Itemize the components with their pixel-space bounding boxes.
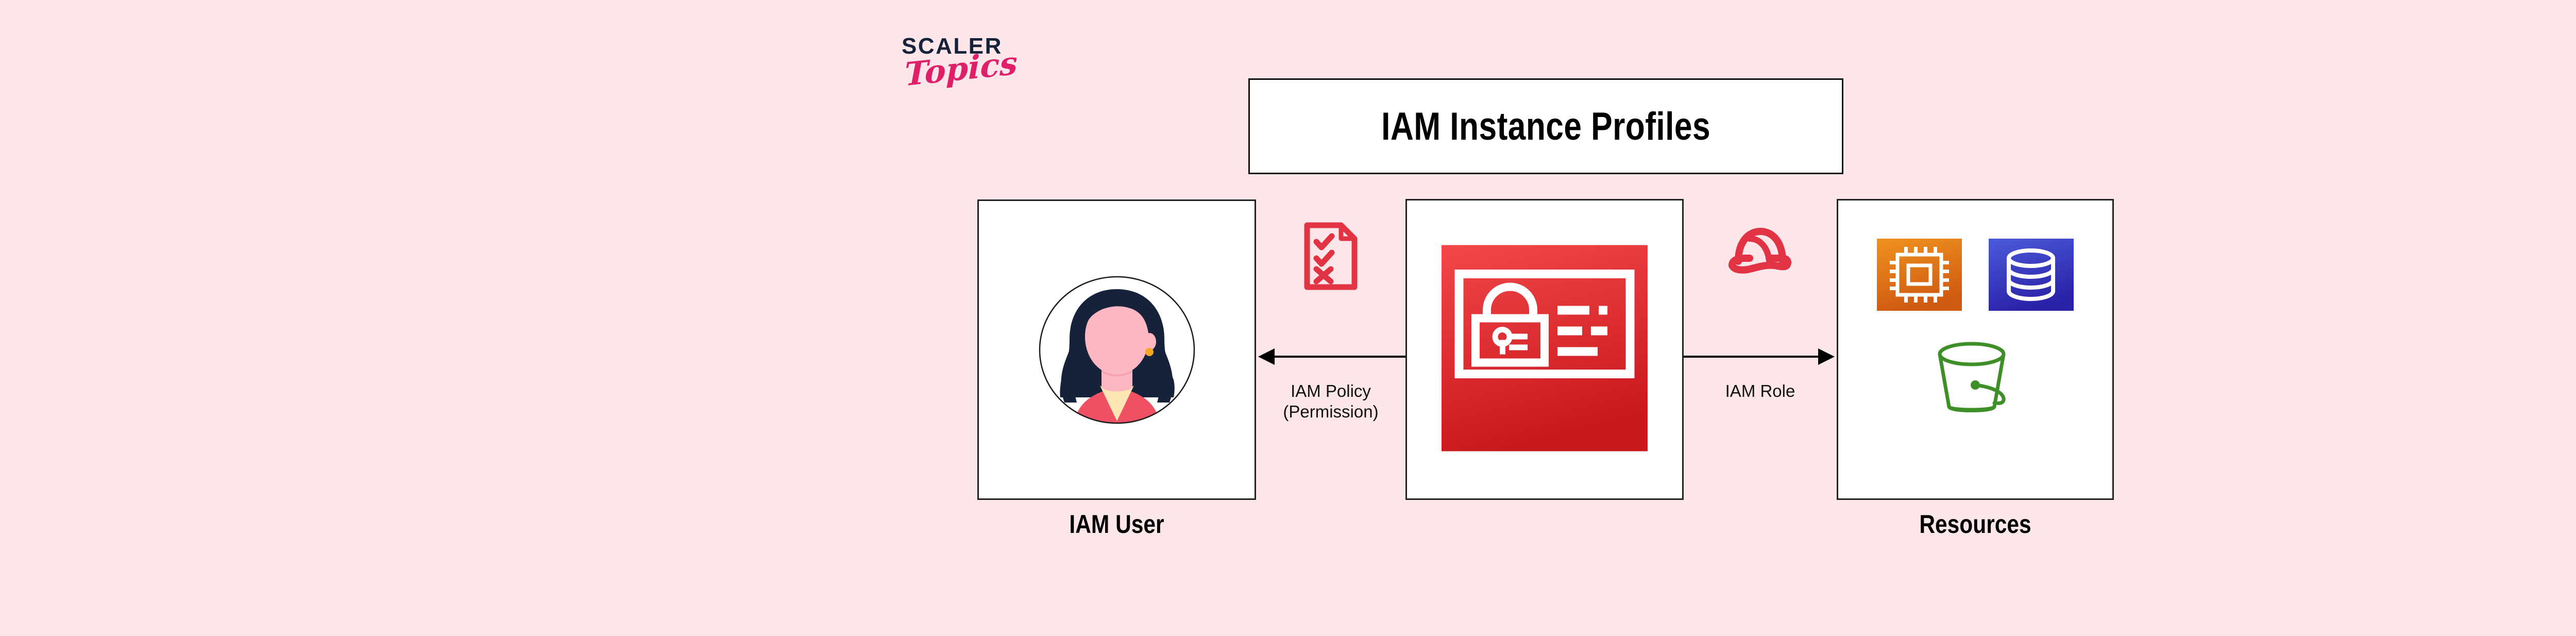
resource-icon-row-top (1838, 239, 2112, 311)
page-title: IAM Instance Profiles (1381, 104, 1710, 148)
avatar (1024, 273, 1210, 427)
logo-script: Topics (905, 43, 1018, 94)
policy-document-checklist-icon (1302, 221, 1360, 294)
panel-resources (1837, 199, 2114, 500)
connector-iam-policy: IAM Policy (Permission) (1256, 199, 1405, 500)
panel-iam-user (977, 199, 1256, 500)
connector-label-line1: IAM Role (1725, 381, 1795, 400)
connector-label-line1: IAM Policy (1291, 381, 1371, 400)
arrow-left-icon (1258, 348, 1405, 365)
connector-label-iam-policy: IAM Policy (Permission) (1256, 381, 1405, 423)
arrow-right-icon (1684, 348, 1835, 365)
aws-iam-logo (1442, 245, 1648, 454)
connector-label-iam-role: IAM Role (1684, 381, 1837, 401)
panel-caption-resources: Resources (1919, 510, 2031, 539)
panel-caption-iam-user: IAM User (1069, 510, 1164, 539)
resource-icon-row-bottom (1838, 336, 2112, 418)
diagram-title-box: IAM Instance Profiles (1248, 78, 1843, 174)
s3-bucket-icon (1938, 342, 2006, 412)
logo-wordmark: SCALER (902, 34, 1003, 59)
user-avatar-illustration (1039, 276, 1195, 424)
panel-aws-iam (1405, 199, 1684, 500)
hard-hat-icon (1727, 221, 1794, 287)
rds-database-icon (1989, 239, 2074, 311)
scaler-topics-logo: SCALER Topics (902, 35, 1036, 118)
connector-iam-role: IAM Role (1684, 199, 1837, 500)
connector-label-line2: (Permission) (1283, 402, 1379, 422)
ec2-chip-icon (1877, 239, 1962, 311)
